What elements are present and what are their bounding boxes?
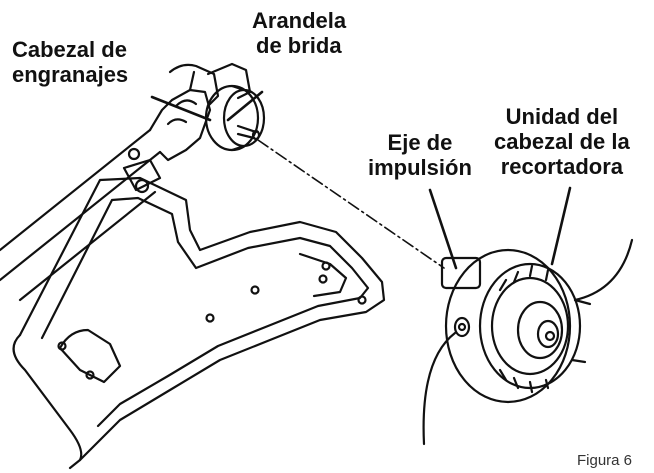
alignment-line [257,139,445,269]
trimmer-head-unit [440,248,592,404]
label-gear-head: Cabezal de engranajes [12,37,128,87]
label-trimmer-head-unit-line-3: recortadora [500,154,624,179]
label-flange-washer: Arandela de brida [252,8,346,58]
leader-flange-washer [226,90,264,122]
label-drive-shaft: Eje de impulsión [368,130,472,180]
label-flange-washer-line-2: de brida [256,33,342,58]
label-drive-shaft-line-2: impulsión [368,155,472,180]
leader-drive-shaft [428,188,458,270]
label-trimmer-head-unit-line-1: Unidad del [505,104,619,129]
trimmer-line-right [573,238,634,302]
figure-caption: Figura 6 [577,452,633,469]
trimmer-guard [12,176,386,470]
leader-trimmer-head-unit [550,186,572,266]
trimmer-line-left [422,331,457,446]
label-trimmer-head-unit-line-2: cabezal de la [494,129,630,154]
label-trimmer-head-unit: Unidad del cabezal de la recortadora [494,104,630,179]
label-flange-washer-line-1: Arandela [252,8,347,33]
label-gear-head-line-2: engranajes [12,62,129,87]
leader-gear-head [150,95,212,122]
label-drive-shaft-line-1: Eje de [387,130,453,155]
shaft-boom [0,128,162,302]
flange-washer [204,84,266,152]
gear-head-housing [122,62,252,194]
label-gear-head-line-1: Cabezal de [12,37,127,62]
